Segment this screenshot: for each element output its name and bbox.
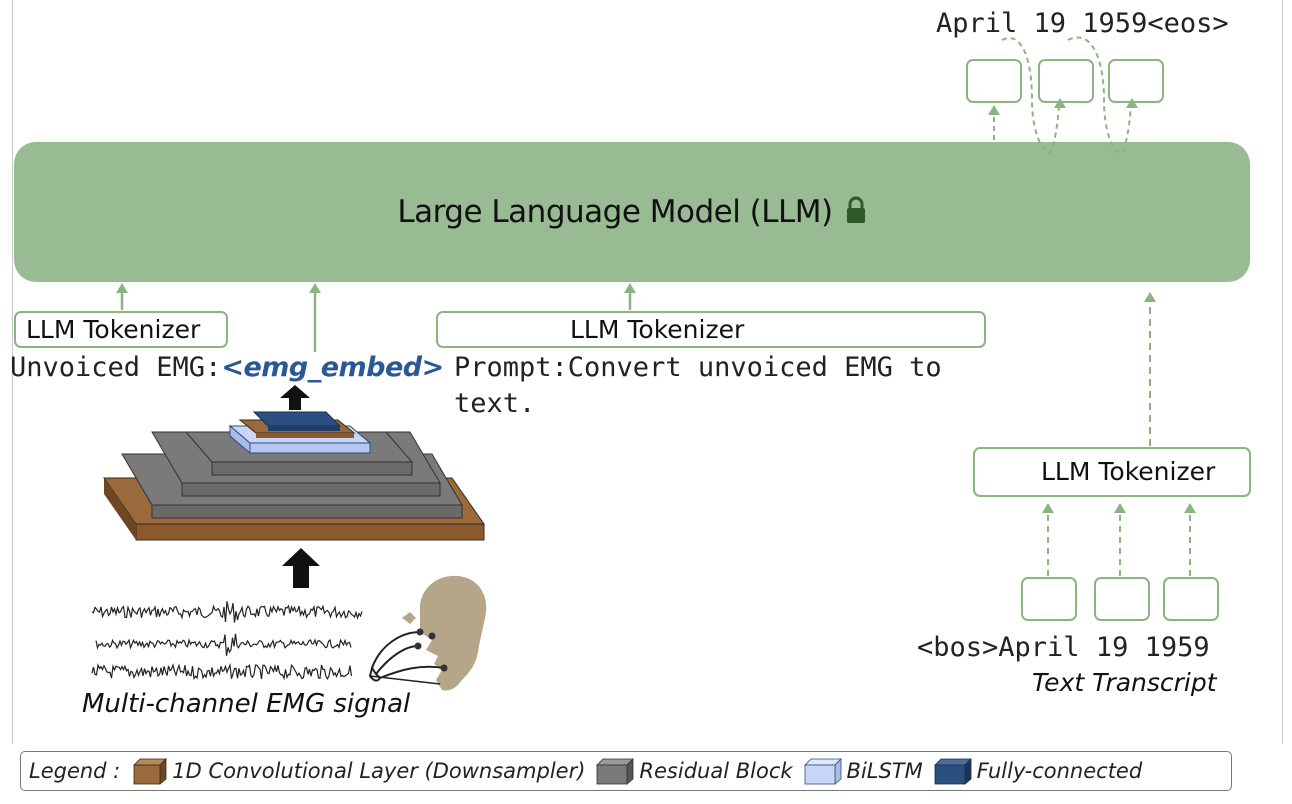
output-token-box-3 — [1108, 59, 1164, 103]
arrows-input-tokens — [1047, 512, 1191, 576]
emg-trace-3 — [91, 662, 353, 681]
bilstm-swatch-icon — [803, 758, 842, 785]
arrow-transcript-tokenizer — [1144, 292, 1156, 446]
output-text: April 19 1959<eos> — [936, 8, 1229, 39]
frame-right-line — [1282, 0, 1283, 744]
arrow-encoder-output — [280, 385, 310, 410]
emg-trace-2 — [95, 633, 352, 656]
emg-encoder-stack — [103, 411, 485, 541]
frame-left-line — [12, 0, 13, 744]
emg-prefix: Unvoiced EMG: — [10, 352, 222, 383]
llm-block: Large Language Model (LLM) — [14, 142, 1250, 282]
output-token-box-1 — [966, 59, 1022, 103]
lock-icon — [845, 196, 867, 228]
input-token-box-2 — [1094, 577, 1150, 621]
tokenizer-transcript: LLM Tokenizer — [973, 447, 1251, 497]
transcript-text: <bos>April 19 1959 — [917, 632, 1210, 663]
input-token-box-1 — [1021, 577, 1077, 621]
face-profile-icon — [402, 575, 487, 691]
llm-title: Large Language Model (LLM) — [397, 194, 833, 230]
tokenizer-left: LLM Tokenizer — [14, 311, 228, 348]
prompt-line-1: Prompt:Convert unvoiced EMG to — [454, 352, 942, 383]
legend-item-residual: Residual Block — [585, 757, 793, 785]
legend-label-conv: 1D Convolutional Layer (Downsampler) — [172, 759, 586, 783]
arrow-emg-embed — [309, 283, 321, 352]
output-token-box-2 — [1038, 59, 1094, 103]
legend-item-bilstm: BiLSTM — [793, 757, 923, 785]
emg-input-line: Unvoiced EMG:<emg_embed> — [10, 352, 444, 383]
input-token-box-3 — [1163, 577, 1219, 621]
legend-item-conv: 1D Convolutional Layer (Downsampler) — [122, 757, 585, 785]
emg-caption: Multi-channel EMG signal — [82, 689, 411, 719]
fc-swatch-icon — [933, 758, 972, 785]
emg-embed-token: <emg_embed> — [221, 352, 444, 383]
legend-item-fc: Fully-connected — [923, 757, 1142, 785]
electrode-cable-icon — [368, 631, 445, 685]
emg-trace-1 — [91, 601, 363, 623]
arrow-llm-output — [988, 105, 1000, 140]
tokenizer-prompt: LLM Tokenizer — [436, 311, 986, 348]
residual-swatch-icon — [596, 758, 635, 785]
emg-signal-waves — [91, 601, 363, 681]
arrow-emg-input — [282, 548, 320, 588]
transcript-caption: Text Transcript — [1032, 668, 1217, 697]
legend: Legend : 1D Convolutional Layer (Downsam… — [20, 751, 1232, 791]
legend-title: Legend : — [29, 759, 121, 783]
conv-swatch-icon — [133, 758, 168, 785]
prompt-line-2: text. — [454, 388, 536, 419]
autoregressive-loops — [1001, 36, 1133, 154]
legend-label-residual: Residual Block — [639, 759, 793, 783]
legend-label-bilstm: BiLSTM — [846, 759, 923, 783]
arrow-left-tokenizer — [116, 283, 128, 310]
legend-label-fc: Fully-connected — [976, 759, 1143, 783]
arrow-prompt-tokenizer — [624, 283, 636, 310]
